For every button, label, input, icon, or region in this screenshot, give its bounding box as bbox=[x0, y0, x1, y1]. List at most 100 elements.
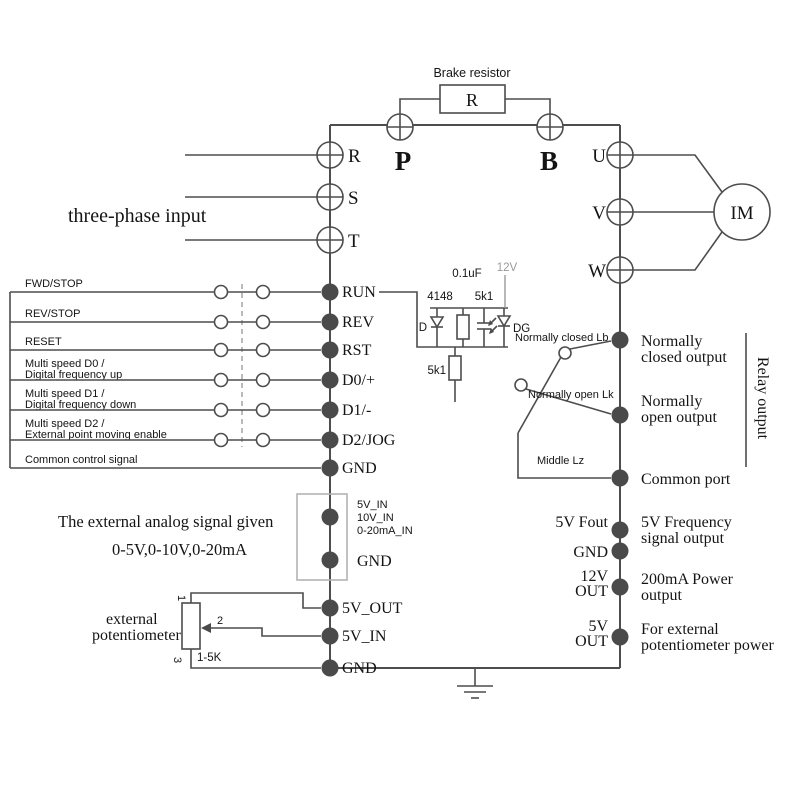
fout-line1: 5V Frequency bbox=[641, 514, 732, 531]
switch-icon bbox=[213, 342, 271, 358]
row-label: Multi speed D1 / bbox=[25, 388, 105, 400]
control-input-section: FWD/STOP RUN REV/STOP REV RESET RST Mult… bbox=[9, 278, 396, 477]
terminal-s-icon bbox=[316, 183, 344, 211]
terminal-rst-label: RST bbox=[342, 342, 372, 359]
terminal-b-label: B bbox=[540, 146, 558, 176]
terminal-d1 bbox=[321, 401, 339, 419]
terminal-d2 bbox=[321, 431, 339, 449]
pot-caption1: external bbox=[106, 611, 158, 628]
brake-resistor-caption: Brake resistor bbox=[433, 66, 510, 80]
terminal-d0 bbox=[321, 371, 339, 389]
potentiometer-section: external potentiometer 1 2 3 1-5K 5V_OUT… bbox=[92, 592, 403, 677]
terminal-s-label: S bbox=[348, 188, 359, 209]
input-circuit: 0.1uF 12V 4148 5k1 D DG 5k1 bbox=[379, 262, 530, 402]
12v-output-line1: 200mA Power bbox=[641, 571, 734, 588]
no-output-line2: open output bbox=[641, 409, 718, 426]
contact-no-icon bbox=[514, 378, 528, 392]
resistor-bottom-label: 5k1 bbox=[427, 365, 446, 377]
brake-resistor-section: R Brake resistor P B bbox=[386, 66, 564, 176]
terminal-r-icon bbox=[316, 141, 344, 169]
terminal-p-icon bbox=[386, 113, 414, 141]
row-label: Common control signal bbox=[25, 454, 138, 466]
terminal-t-label: T bbox=[348, 231, 360, 252]
terminal-rev-label: REV bbox=[342, 314, 374, 331]
12v-label-line1: 12V bbox=[580, 568, 608, 585]
motor-output-section: U V W IM bbox=[588, 141, 771, 284]
terminal-d0-label: D0/+ bbox=[342, 372, 375, 389]
terminal-r-label: R bbox=[348, 146, 361, 167]
control-row-rst: RESET RST bbox=[10, 336, 372, 359]
terminal-5v-power bbox=[611, 628, 629, 646]
wiper-arrow-icon bbox=[201, 623, 211, 633]
terminal-gnd bbox=[321, 459, 339, 477]
control-row-d0: Multi speed D0 / Digital frequency up D0… bbox=[10, 358, 375, 389]
power-outputs-section: 5V Fout 5V Frequency signal output GND 1… bbox=[555, 514, 774, 654]
terminal-b-icon bbox=[536, 113, 564, 141]
led-dg-label: DG bbox=[513, 323, 530, 335]
terminal-common bbox=[611, 469, 629, 487]
control-row-rev: REV/STOP REV bbox=[10, 308, 374, 331]
terminal-analog-gnd bbox=[321, 551, 339, 569]
analog-in-label-20ma: 0-20mA_IN bbox=[357, 525, 413, 537]
terminal-analog-in bbox=[321, 508, 339, 526]
relay-output-section: Normally closed Lb Normally open Lk Midd… bbox=[514, 331, 771, 488]
5v-output-line2: potentiometer power bbox=[641, 637, 775, 654]
potentiometer-icon bbox=[181, 602, 201, 650]
relay-group-label: Relay output bbox=[754, 357, 771, 440]
three-phase-caption: three-phase input bbox=[68, 205, 207, 227]
diode-d-label: D bbox=[419, 322, 427, 334]
terminal-u-icon bbox=[606, 141, 634, 169]
pot-caption2: potentiometer bbox=[92, 627, 182, 644]
three-phase-input-section: three-phase input R S T bbox=[68, 141, 361, 254]
relay-blade bbox=[517, 356, 562, 434]
row-label2: External point moving enable bbox=[25, 429, 167, 441]
middle-contact-label: Middle Lz bbox=[537, 455, 584, 467]
pot-pin3-label: 3 bbox=[171, 657, 183, 663]
motor-label: IM bbox=[730, 203, 753, 224]
terminal-d1-label: D1/- bbox=[342, 402, 371, 419]
fout-gnd-label: GND bbox=[573, 544, 608, 561]
row-label: REV/STOP bbox=[25, 308, 80, 320]
row-label: RESET bbox=[25, 336, 62, 348]
switch-icon bbox=[213, 432, 271, 448]
terminal-v-label: V bbox=[592, 203, 606, 224]
fout-line2: signal output bbox=[641, 530, 725, 547]
led-arrow-icon bbox=[488, 320, 493, 326]
pot-pin2-label: 2 bbox=[217, 615, 223, 627]
analog-in-label-5v: 5V_IN bbox=[357, 499, 388, 511]
fout-label: 5V Fout bbox=[555, 514, 608, 531]
5v-output-line1: For external bbox=[641, 621, 719, 638]
pot-pin1-label: 1 bbox=[175, 595, 187, 601]
terminal-fout-gnd bbox=[611, 542, 629, 560]
led-dg-icon bbox=[496, 315, 512, 328]
terminal-t-icon bbox=[316, 226, 344, 254]
analog-gnd-label: GND bbox=[357, 553, 392, 570]
brake-resistor-value: R bbox=[466, 90, 478, 110]
row-label: FWD/STOP bbox=[25, 278, 83, 290]
brake-resistor-box bbox=[439, 84, 506, 114]
motor-circle bbox=[713, 183, 771, 241]
row-label2: Digital frequency down bbox=[25, 399, 136, 411]
12v-label-line2: OUT bbox=[575, 583, 608, 600]
analog-caption1: The external analog signal given bbox=[58, 512, 273, 531]
terminal-v-icon bbox=[606, 198, 634, 226]
switch-icon bbox=[213, 314, 271, 330]
no-output-line1: Normally bbox=[641, 393, 702, 410]
led-arrow-icon bbox=[489, 328, 494, 334]
earth-ground-icon bbox=[457, 668, 493, 699]
terminal-run-label: RUN bbox=[342, 284, 376, 301]
supply-12v-label: 12V bbox=[497, 262, 518, 274]
resistor-top-icon bbox=[456, 314, 470, 340]
pot-value-label: 1-5K bbox=[197, 652, 222, 664]
diode-d-icon bbox=[429, 316, 445, 329]
nc-contact-label: Normally closed Lb bbox=[515, 332, 609, 344]
diode-4148-label: 4148 bbox=[427, 291, 453, 303]
control-row-common: Common control signal GND bbox=[10, 454, 377, 477]
terminal-rev bbox=[321, 313, 339, 331]
5v-label-line1: 5V bbox=[588, 618, 608, 635]
12v-output-line2: output bbox=[641, 587, 682, 604]
row-label2: Digital frequency up bbox=[25, 369, 122, 381]
row-label: Multi speed D0 / bbox=[25, 358, 105, 370]
terminal-bottom-gnd bbox=[321, 659, 339, 677]
terminal-5v-in bbox=[321, 627, 339, 645]
